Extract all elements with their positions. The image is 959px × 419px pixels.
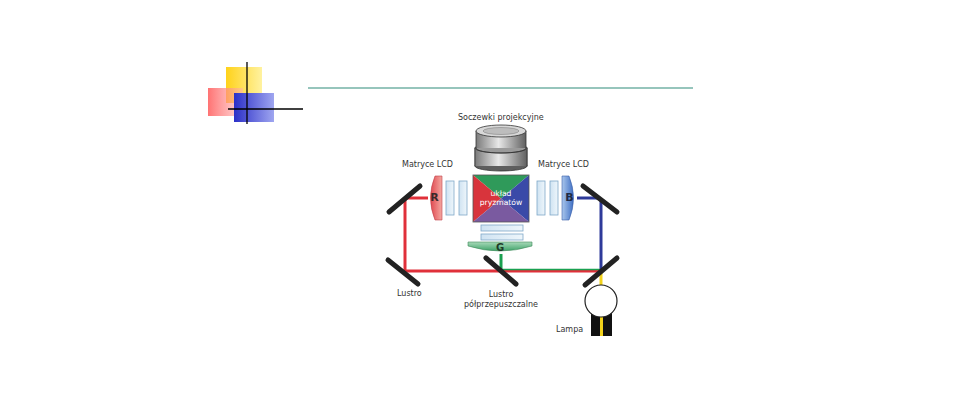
blue-beam [600, 200, 603, 270]
part-label: Lampa [556, 325, 583, 335]
lens-block: R [427, 176, 442, 220]
part-label: Lustro [397, 289, 422, 299]
part-label: Matryce LCD [402, 160, 453, 170]
mirror [388, 260, 418, 284]
half-mirror [486, 258, 516, 284]
lens-shape [431, 176, 443, 220]
decor-line [228, 108, 303, 109]
color-letter: B [565, 192, 573, 205]
red-beam [404, 270, 501, 273]
red-green-beam [501, 269, 600, 271]
color-letter: G [496, 242, 504, 254]
decor-squares [208, 62, 303, 124]
lcd-panels [446, 181, 558, 240]
mirror [585, 258, 617, 285]
mirrors [388, 186, 617, 285]
lens-block: B [562, 176, 577, 220]
lens-shape [562, 176, 574, 220]
prism-block: układ pryzmatów [473, 175, 529, 222]
part-label: Matryce LCD [538, 160, 589, 170]
mirror [389, 186, 420, 212]
part-label: Lustro półprzepuszczalne [461, 290, 541, 309]
color-letter: R [430, 192, 438, 205]
mirror [583, 186, 617, 212]
blue-square [234, 93, 274, 122]
title-rule [308, 87, 693, 88]
projection-lens [475, 125, 527, 171]
red-green-beam [501, 270, 601, 273]
prism-outline [473, 175, 529, 222]
lens-block: G [468, 242, 532, 254]
lamp [585, 285, 617, 336]
prism-label: układ pryzmatów [473, 190, 529, 208]
red-beam [404, 199, 407, 272]
decor-line [246, 62, 247, 124]
part-label: Soczewki projekcyjne [458, 113, 544, 123]
